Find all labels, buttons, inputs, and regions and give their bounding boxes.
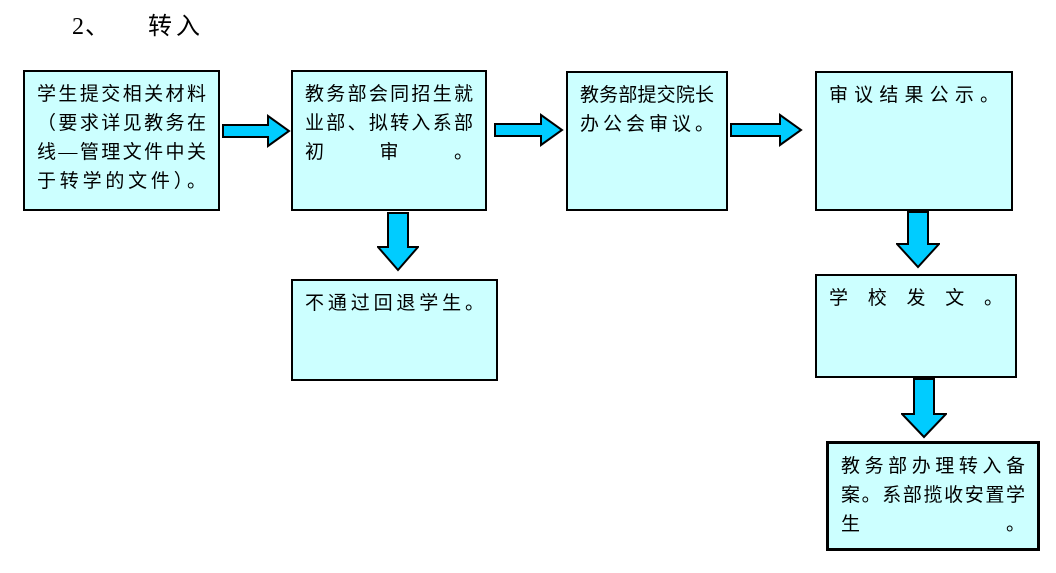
flow-step-dean-meeting: 教务部提交院长办公会审议。 <box>566 71 728 211</box>
section-title: 2、 转入 <box>72 6 204 41</box>
arrow-right-icon <box>222 114 291 148</box>
arrow-down-icon <box>896 211 940 269</box>
flow-step-label: 审议结果公示。 <box>829 85 999 106</box>
flow-step-label: 学校发文。 <box>829 288 1003 309</box>
flow-step-label: 学生提交相关材料（要求详见教务在线—管理文件中关于转学的文件）。 <box>37 84 206 192</box>
section-number: 2、 <box>72 14 110 40</box>
flow-step-label: 教务部会同招生就业部、拟转入系部初审。 <box>305 84 473 163</box>
flow-step-initial-review: 教务部会同招生就业部、拟转入系部初审。 <box>291 70 487 211</box>
flow-step-label: 教务部提交院长办公会审议。 <box>580 85 714 135</box>
arrow-right-icon <box>494 113 564 147</box>
flow-step-label: 教务部办理转入备案。系部揽收安置学生。 <box>841 456 1025 535</box>
flow-step-school-issue: 学校发文。 <box>815 274 1017 378</box>
arrow-down-icon <box>901 378 947 439</box>
flow-step-filing-placement: 教务部办理转入备案。系部揽收安置学生。 <box>826 441 1040 551</box>
arrow-right-icon <box>730 113 803 147</box>
flow-step-submit-materials: 学生提交相关材料（要求详见教务在线—管理文件中关于转学的文件）。 <box>23 70 220 211</box>
arrow-down-icon <box>377 212 419 272</box>
flow-step-label: 不通过回退学生。 <box>305 293 484 314</box>
section-title-text: 转入 <box>148 14 204 40</box>
flow-step-reject-return: 不通过回退学生。 <box>291 279 498 381</box>
flow-step-result-publicity: 审议结果公示。 <box>815 71 1013 211</box>
